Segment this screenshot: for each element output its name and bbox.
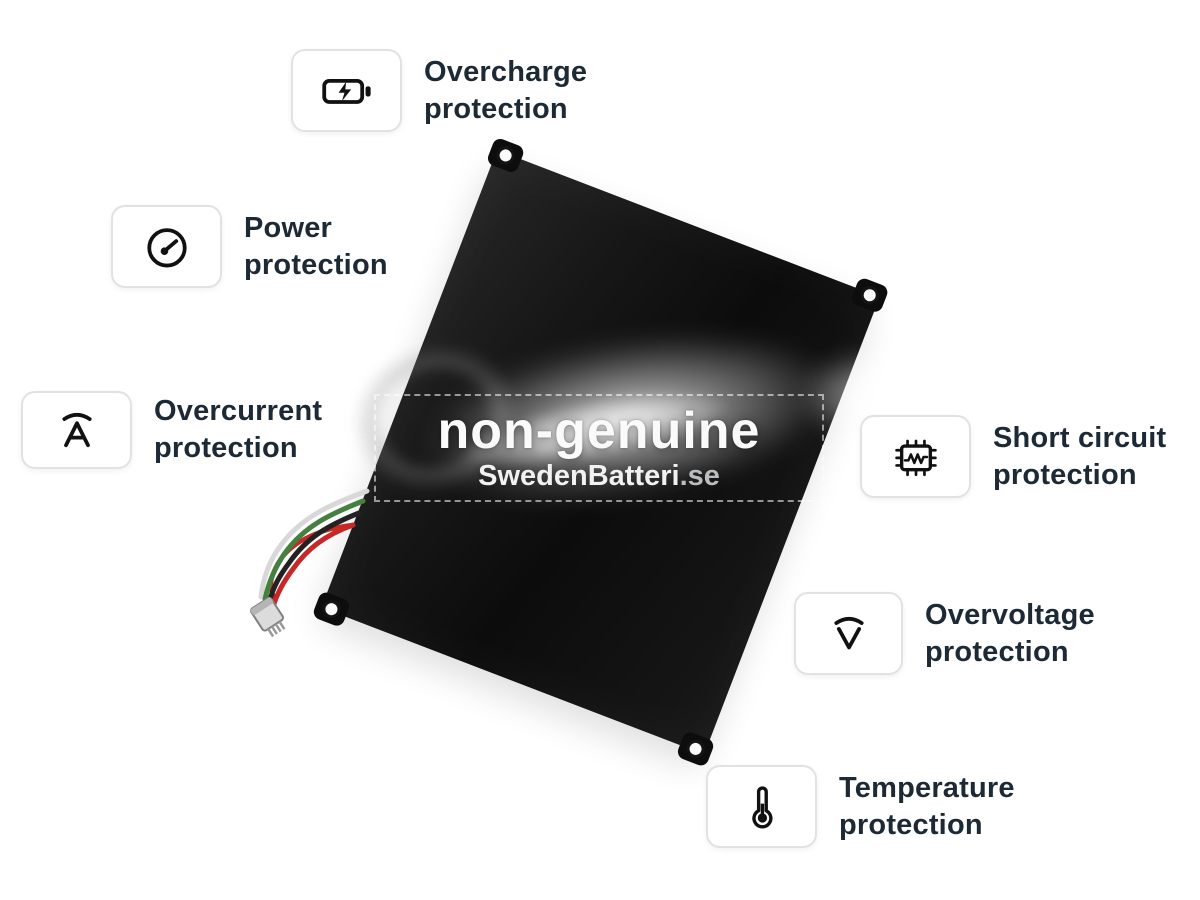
feature-label-line2: protection bbox=[839, 808, 983, 841]
feature-label-line1: Overvoltage bbox=[925, 598, 1095, 631]
feature-label-line1: Power bbox=[244, 211, 333, 244]
power-gauge-icon bbox=[146, 227, 187, 267]
feature-label-line2: protection bbox=[424, 92, 568, 125]
feature-label-line1: Temperature bbox=[839, 771, 1015, 804]
battery-wires bbox=[249, 488, 370, 638]
feature-label-line1: Overcharge bbox=[424, 55, 588, 88]
overcharge-battery-icon bbox=[321, 78, 371, 104]
feature-short-circuit: Short circuit protection bbox=[860, 415, 1166, 498]
mounting-hole bbox=[683, 737, 708, 761]
feature-label: Temperature protection bbox=[839, 770, 1015, 844]
feature-overcurrent: Overcurrent protection bbox=[21, 391, 322, 469]
short-circuit-icon-card bbox=[860, 415, 971, 498]
feature-temperature: Temperature protection bbox=[706, 765, 1015, 848]
overvoltage-icon-card bbox=[794, 592, 903, 675]
short-circuit-chip-icon bbox=[894, 439, 937, 476]
feature-label-line1: Short circuit bbox=[993, 421, 1167, 454]
feature-label: Overvoltage protection bbox=[925, 597, 1095, 671]
overcurrent-ampere-icon bbox=[61, 412, 92, 448]
feature-label-line2: protection bbox=[244, 248, 388, 281]
mounting-tab bbox=[675, 730, 716, 768]
mounting-hole bbox=[858, 283, 882, 307]
overcharge-icon-card bbox=[291, 49, 402, 132]
temperature-thermometer-icon bbox=[751, 785, 773, 828]
wire-connector bbox=[249, 596, 286, 638]
mounting-hole bbox=[493, 143, 518, 168]
power-icon-card bbox=[111, 205, 222, 288]
feature-label: Overcurrent protection bbox=[154, 393, 322, 467]
feature-label: Overcharge protection bbox=[424, 54, 587, 128]
feature-label-line1: Overcurrent bbox=[154, 395, 323, 427]
feature-label-line2: protection bbox=[925, 635, 1069, 668]
overvoltage-icon bbox=[833, 616, 864, 649]
overcurrent-icon-card bbox=[21, 391, 132, 469]
feature-power: Power protection bbox=[111, 205, 388, 288]
mounting-tab bbox=[485, 136, 526, 175]
feature-overcharge: Overcharge protection bbox=[291, 49, 587, 132]
feature-label: Power protection bbox=[244, 210, 388, 284]
feature-label: Short circuit protection bbox=[993, 420, 1166, 494]
temperature-icon-card bbox=[706, 765, 817, 848]
mounting-tab bbox=[849, 276, 890, 315]
feature-label-line2: protection bbox=[993, 458, 1137, 491]
feature-label-line2: protection bbox=[154, 432, 298, 464]
feature-overvoltage: Overvoltage protection bbox=[794, 592, 1095, 675]
